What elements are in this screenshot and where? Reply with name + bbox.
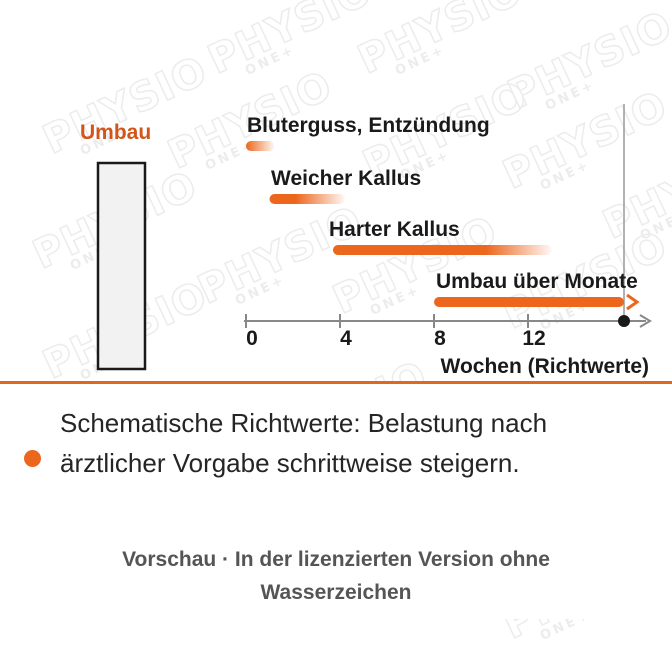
continuation-arrow xyxy=(626,293,640,311)
x-tick-label: 8 xyxy=(434,327,446,350)
x-axis-label: Wochen (Richtwerte) xyxy=(441,355,649,378)
phase-label: Harter Kallus xyxy=(329,218,460,241)
caption-text: Schematische Richtwerte: Belastung nach … xyxy=(60,408,548,478)
axis-end-marker xyxy=(618,315,630,327)
phase-bar xyxy=(269,194,345,204)
caption-area xyxy=(0,381,672,619)
x-tick-label: 4 xyxy=(340,327,352,350)
preview-note: Vorschau · In der lizenzierten Version o… xyxy=(122,548,550,604)
x-tick-label: 0 xyxy=(246,327,258,350)
bone-schematic xyxy=(96,161,147,371)
phase-label: Umbau über Monate xyxy=(436,270,638,293)
phase-label: Bluterguss, Entzündung xyxy=(247,114,490,137)
bone-label: Umbau xyxy=(80,121,151,144)
phase-bar xyxy=(332,245,552,255)
x-tick-label: 12 xyxy=(522,327,545,350)
x-axis-ticks: 0 4 8 12 xyxy=(245,314,546,350)
x-axis-arrow xyxy=(639,314,652,328)
phase-bar xyxy=(246,141,275,151)
phase-label: Weicher Kallus xyxy=(271,167,421,190)
phase-bar xyxy=(434,297,624,307)
bullet-dot xyxy=(24,450,41,467)
